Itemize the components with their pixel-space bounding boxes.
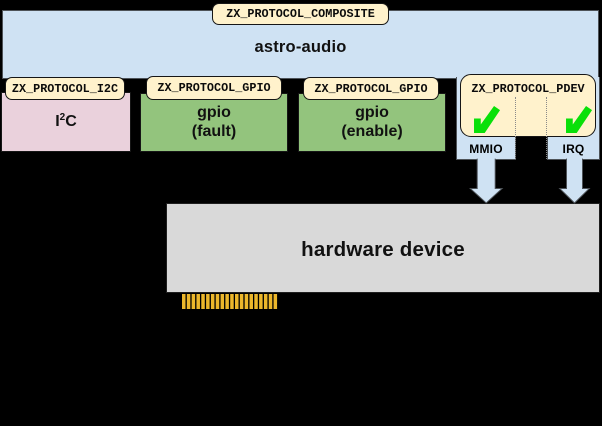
checkmark-icon [565,106,592,133]
pdev-cell-divider [546,97,547,159]
irq-label: IRQ [562,142,585,156]
gpio-fault-label-line1: gpio [197,104,231,121]
connector-pin [259,294,263,309]
i2c-label-base: I [55,113,60,130]
connector-pin [206,294,210,309]
gpio-enable-fragment-box: gpio (enable) [298,93,446,152]
gpio-fault-label-line2: (fault) [191,122,237,140]
i2c-label-superscript: 2 [59,112,66,123]
i2c-fragment-label: I2C [55,112,77,131]
connector-pin [254,294,258,309]
connector-pin [225,294,229,309]
edge-connector-pins [182,294,278,309]
i2c-fragment-box: I2C [1,92,131,152]
gpio-fault-protocol-label: ZX_PROTOCOL_GPIO [157,81,271,95]
composite-protocol-badge: ZX_PROTOCOL_COMPOSITE [212,3,389,25]
connector-pin [196,294,200,309]
connector-pin [220,294,225,309]
gpio-enable-protocol-badge: ZX_PROTOCOL_GPIO [303,77,439,100]
gpio-fault-fragment-box: gpio (fault) [140,93,288,152]
i2c-label-rest: C [65,113,77,130]
hardware-device-box: hardware device [166,203,600,293]
connector-pin [191,294,196,309]
gpio-fault-protocol-badge: ZX_PROTOCOL_GPIO [146,76,282,100]
connector-pin [230,294,234,309]
connector-pin [186,294,191,309]
connector-pin [210,294,215,309]
connector-pin [273,294,278,309]
gpio-enable-protocol-label: ZX_PROTOCOL_GPIO [314,81,428,96]
connector-pin [263,294,268,309]
connector-pin [249,294,253,309]
i2c-protocol-label: ZX_PROTOCOL_I2C [11,81,119,96]
pdev-cell-divider [515,97,516,159]
driver-label: astro-audio [254,38,347,56]
connector-pin [235,294,239,309]
gpio-enable-label-line2: (enable) [341,122,403,140]
irq-down-arrow-icon [558,158,591,204]
mmio-down-arrow-icon [469,158,504,204]
connector-pin [201,294,205,309]
connector-pin [244,294,249,309]
gpio-enable-label-line1: gpio [355,104,389,121]
composite-protocol-label: ZX_PROTOCOL_COMPOSITE [226,7,375,21]
connector-pin [268,294,273,309]
pdev-protocol-label: ZX_PROTOCOL_PDEV [471,82,585,96]
i2c-protocol-badge: ZX_PROTOCOL_I2C [5,77,125,100]
checkmark-icon [474,106,501,133]
connector-pin [215,294,220,309]
connector-pin [182,294,186,309]
pdev-protocol-badge: ZX_PROTOCOL_PDEV [460,74,596,137]
edge-connector-pins-icon [182,294,278,309]
mmio-label: MMIO [469,142,503,156]
hardware-device-label: hardware device [301,237,465,261]
connector-pin [239,294,244,309]
